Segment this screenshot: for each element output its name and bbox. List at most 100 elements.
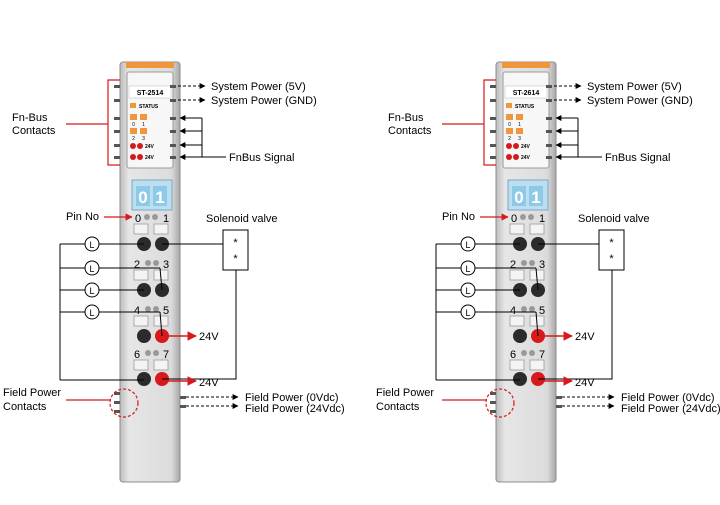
field-power-contacts-label-2: Contacts [376,401,420,413]
load-symbols [460,236,476,320]
field-power-contacts-ring [109,388,139,418]
fnbus-signal-lines [179,115,226,160]
load-circuits [59,243,163,381]
channel-digit-1: 1 [531,188,540,207]
load-symbol-2: L [465,264,470,274]
load-symbol-3: L [89,286,94,296]
led-row2-label-0: 2 [508,136,511,142]
channel-display-0 [136,186,150,206]
led-row1-label-0: 0 [132,122,135,128]
field-power-24vdc-label: Field Power (24Vdc) [621,403,720,415]
led-24v-label-b: 24V [145,155,155,161]
fnbus-signal-lines [555,115,602,160]
model-label: ST-2614 [513,90,540,97]
fnbus-signal-label: FnBus Signal [605,152,670,164]
pin-number-5: 5 [539,305,545,317]
solenoid-valve-label: Solenoid valve [206,213,278,225]
supply-24v-label-a: 24V [575,331,595,343]
channel-led-1 [516,114,523,120]
pin-number-5: 5 [163,305,169,317]
supply-24v-label-a: 24V [199,331,219,343]
power-led-24v-b-1 [506,154,512,160]
power-led-24v-a-2 [513,143,519,149]
pin-number-6: 6 [510,349,516,361]
power-led-24v-a-2 [137,143,143,149]
model-plate [128,85,172,99]
led-row2-label-1: 3 [142,136,145,142]
pin-number-6: 6 [134,349,140,361]
field-power-contacts-label-2: Contacts [3,401,47,413]
channel-display-1 [153,186,167,206]
led-24v-label-b: 24V [521,155,531,161]
system-power-5v-label: System Power (5V) [211,81,306,93]
pin-number-2: 2 [134,259,140,271]
field-power-0vdc-label: Field Power (0Vdc) [245,392,339,404]
pin-number-0: 0 [135,213,141,225]
status-label: STATUS [515,104,535,110]
channel-led-0 [506,114,513,120]
led-24v-label-a: 24V [521,144,531,150]
bus-contact-pins [490,85,552,159]
pin-number-1: 1 [539,213,545,225]
module-top-cap [502,62,550,68]
channel-led-0 [130,114,137,120]
module-top-cap [126,62,174,68]
solenoid-mark-1: * [233,237,238,249]
solenoid-valve-label: Solenoid valve [578,213,650,225]
channel-led-2 [506,128,513,134]
system-power-5v-label: System Power (5V) [587,81,682,93]
power-led-24v-a-1 [130,143,136,149]
load-circuits [435,243,539,381]
terminal-4 [137,329,151,343]
fnbus-signal-label: FnBus Signal [229,152,294,164]
pin-number-4: 4 [134,305,140,317]
led-row1-label-1: 1 [518,122,521,128]
solenoid-mark-2: * [233,253,238,265]
led-row1-label-0: 0 [508,122,511,128]
channel-digit-0: 0 [138,188,147,207]
led-24v-label-a: 24V [145,144,155,150]
load-symbols [84,236,100,320]
power-led-24v-b-1 [130,154,136,160]
load-symbol-2: L [89,264,94,274]
pin-number-7: 7 [539,349,545,361]
load-symbol-1: L [465,240,470,250]
channel-led-1 [140,114,147,120]
module-right: ST-2614 STATUS 0 1 2 3 24V 24V 0 1 [376,61,720,483]
pin-number-7: 7 [163,349,169,361]
load-symbol-4: L [89,308,94,318]
pin-number-3: 3 [539,259,545,271]
fn-bus-contacts-label-1: Fn-Bus [388,112,424,124]
pin-no-label: Pin No [66,211,99,223]
solenoid-mark-2: * [609,253,614,265]
channel-display-0 [512,186,526,206]
solenoid-wire-return [162,270,237,380]
led-row1-label-1: 1 [142,122,145,128]
led-row2-label-0: 2 [132,136,135,142]
status-label: STATUS [139,104,159,110]
field-power-contacts-ring [485,388,515,418]
fn-bus-contacts-bracket-v [107,79,120,166]
bus-contact-pins [114,85,176,159]
pin-number-3: 3 [163,259,169,271]
load-symbol-4: L [465,308,470,318]
solenoid-valve-box [222,229,249,271]
load-symbol-1: L [89,240,94,250]
led-row2-label-1: 3 [518,136,521,142]
pin-no-label: Pin No [442,211,475,223]
pin-number-2: 2 [510,259,516,271]
channel-led-3 [516,128,523,134]
pin-number-4: 4 [510,305,516,317]
solenoid-wire-return [538,270,613,380]
channel-led-3 [140,128,147,134]
channel-digit-0: 0 [514,188,523,207]
field-power-contacts-label-1: Field Power [376,387,434,399]
terminal-6 [513,372,527,386]
pin-number-0: 0 [511,213,517,225]
solenoid-valve-box [598,229,625,271]
system-power-gnd-label: System Power (GND) [211,95,317,107]
power-led-24v-b-2 [137,154,143,160]
fn-bus-contacts-label-1: Fn-Bus [12,112,48,124]
